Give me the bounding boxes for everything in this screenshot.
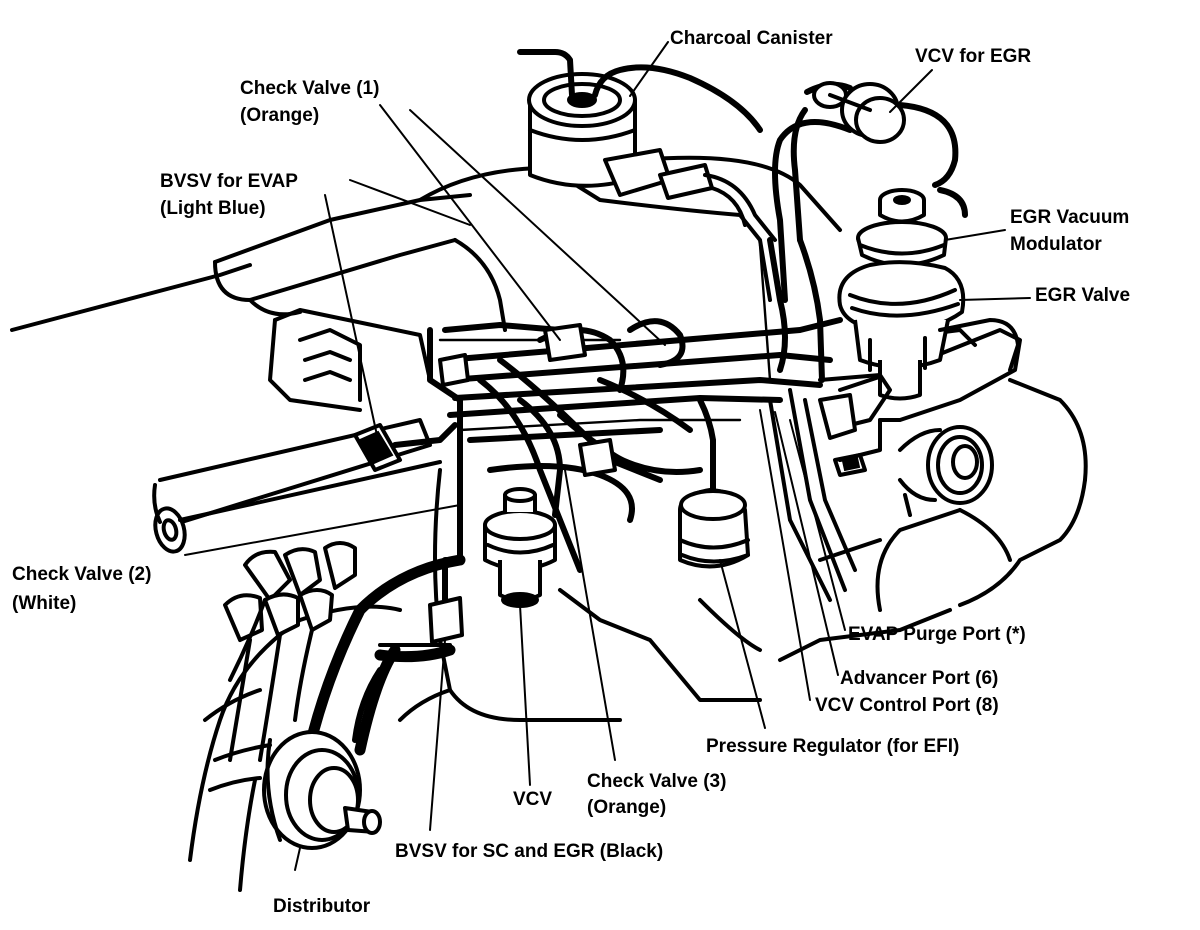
label-bvsv-evap: BVSV for EVAP [160,171,298,192]
label-charcoal-canister: Charcoal Canister [670,28,833,49]
label-evap-purge-port: EVAP Purge Port (*) [848,624,1026,645]
label-vcv: VCV [513,789,552,810]
label-egr-valve: EGR Valve [1035,285,1130,306]
label-bvsv-sc-egr: BVSV for SC and EGR (Black) [395,841,663,862]
label-bvsv-evap-color: (Light Blue) [160,198,266,219]
label-egr-vacuum: EGR Vacuum [1010,207,1129,228]
label-check-valve-2-color: (White) [12,593,76,614]
spark-plug-wire-boots [223,541,357,762]
leader-lines [184,41,1031,871]
engine-illustration [10,49,1088,892]
label-check-valve-3-color: (Orange) [587,797,666,818]
label-check-valve-1: Check Valve (1) [240,78,379,99]
label-check-valve-2: Check Valve (2) [12,564,151,585]
label-pressure-regulator: Pressure Regulator (for EFI) [706,736,959,757]
label-distributor: Distributor [273,896,371,917]
label-check-valve-3: Check Valve (3) [587,771,726,792]
label-advancer-port: Advancer Port (6) [840,668,998,689]
callout-labels: Charcoal Canister VCV for EGR Check Valv… [12,28,1130,917]
label-check-valve-1-color: (Orange) [240,105,319,126]
label-vcv-for-egr: VCV for EGR [915,46,1031,67]
label-vcv-control-port: VCV Control Port (8) [815,695,999,716]
label-egr-vacuum-modulator: Modulator [1010,234,1102,255]
